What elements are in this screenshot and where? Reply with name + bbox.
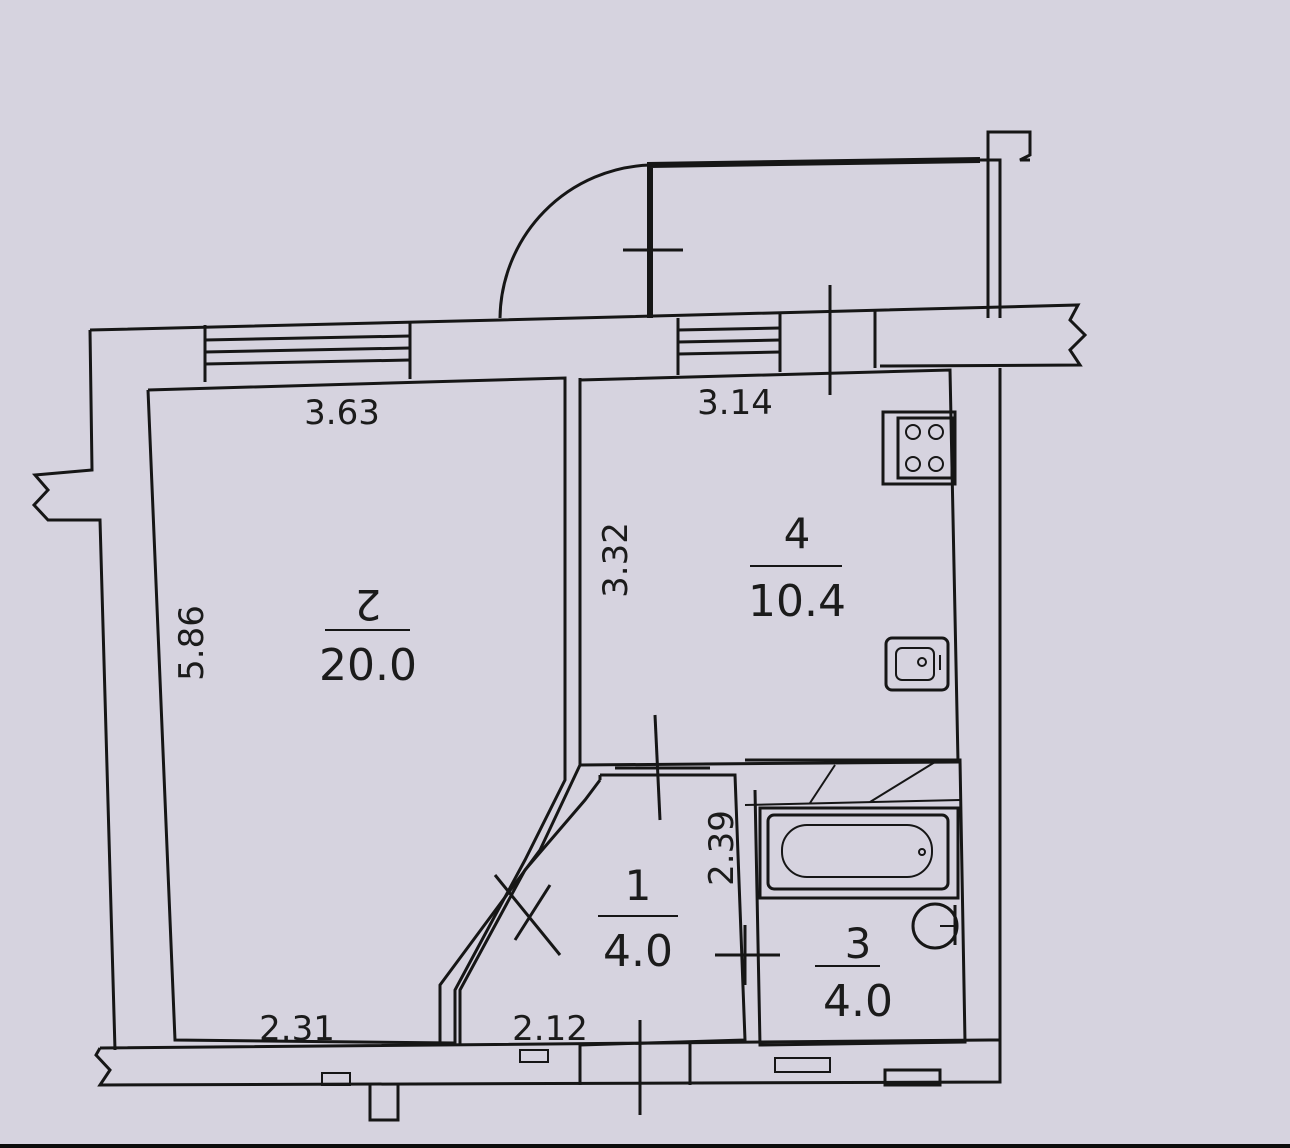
bathtub-icon	[744, 761, 961, 900]
window-room-4	[676, 285, 877, 395]
room-2-area: 20.0	[319, 640, 417, 691]
room-3-number: 3	[845, 919, 872, 968]
sink-icon	[884, 636, 950, 692]
vents	[321, 1049, 942, 1087]
room-3: 3 4.0	[815, 919, 893, 1027]
dim-room4-width: 3.14	[697, 383, 773, 423]
window-room-2	[203, 321, 412, 382]
dim-room2-width: 3.63	[304, 393, 380, 433]
toilet-icon	[911, 902, 959, 950]
dim-room2-bottom: 2.31	[259, 1009, 335, 1049]
room-4-number: 4	[784, 509, 811, 558]
dim-room4-length: 3.32	[596, 522, 636, 598]
room-1: 1 4.0	[598, 861, 678, 977]
dim-room2-length: 5.86	[172, 605, 212, 681]
walls	[31, 303, 1088, 1122]
room-1-number: 1	[625, 861, 652, 910]
room-4: 4 10.4	[748, 509, 846, 627]
dim-room1-side: 2.39	[702, 810, 742, 886]
room-3-area: 4.0	[823, 976, 893, 1027]
balcony	[498, 130, 1032, 319]
room-4-area: 10.4	[748, 576, 846, 627]
room-2-number: 2	[355, 580, 382, 629]
dim-room1-bottom: 2.12	[512, 1009, 588, 1049]
room-1-area: 4.0	[603, 926, 673, 977]
door-markers	[493, 714, 780, 1115]
stove-icon	[881, 410, 957, 486]
room-2: 2 20.0	[319, 580, 417, 691]
